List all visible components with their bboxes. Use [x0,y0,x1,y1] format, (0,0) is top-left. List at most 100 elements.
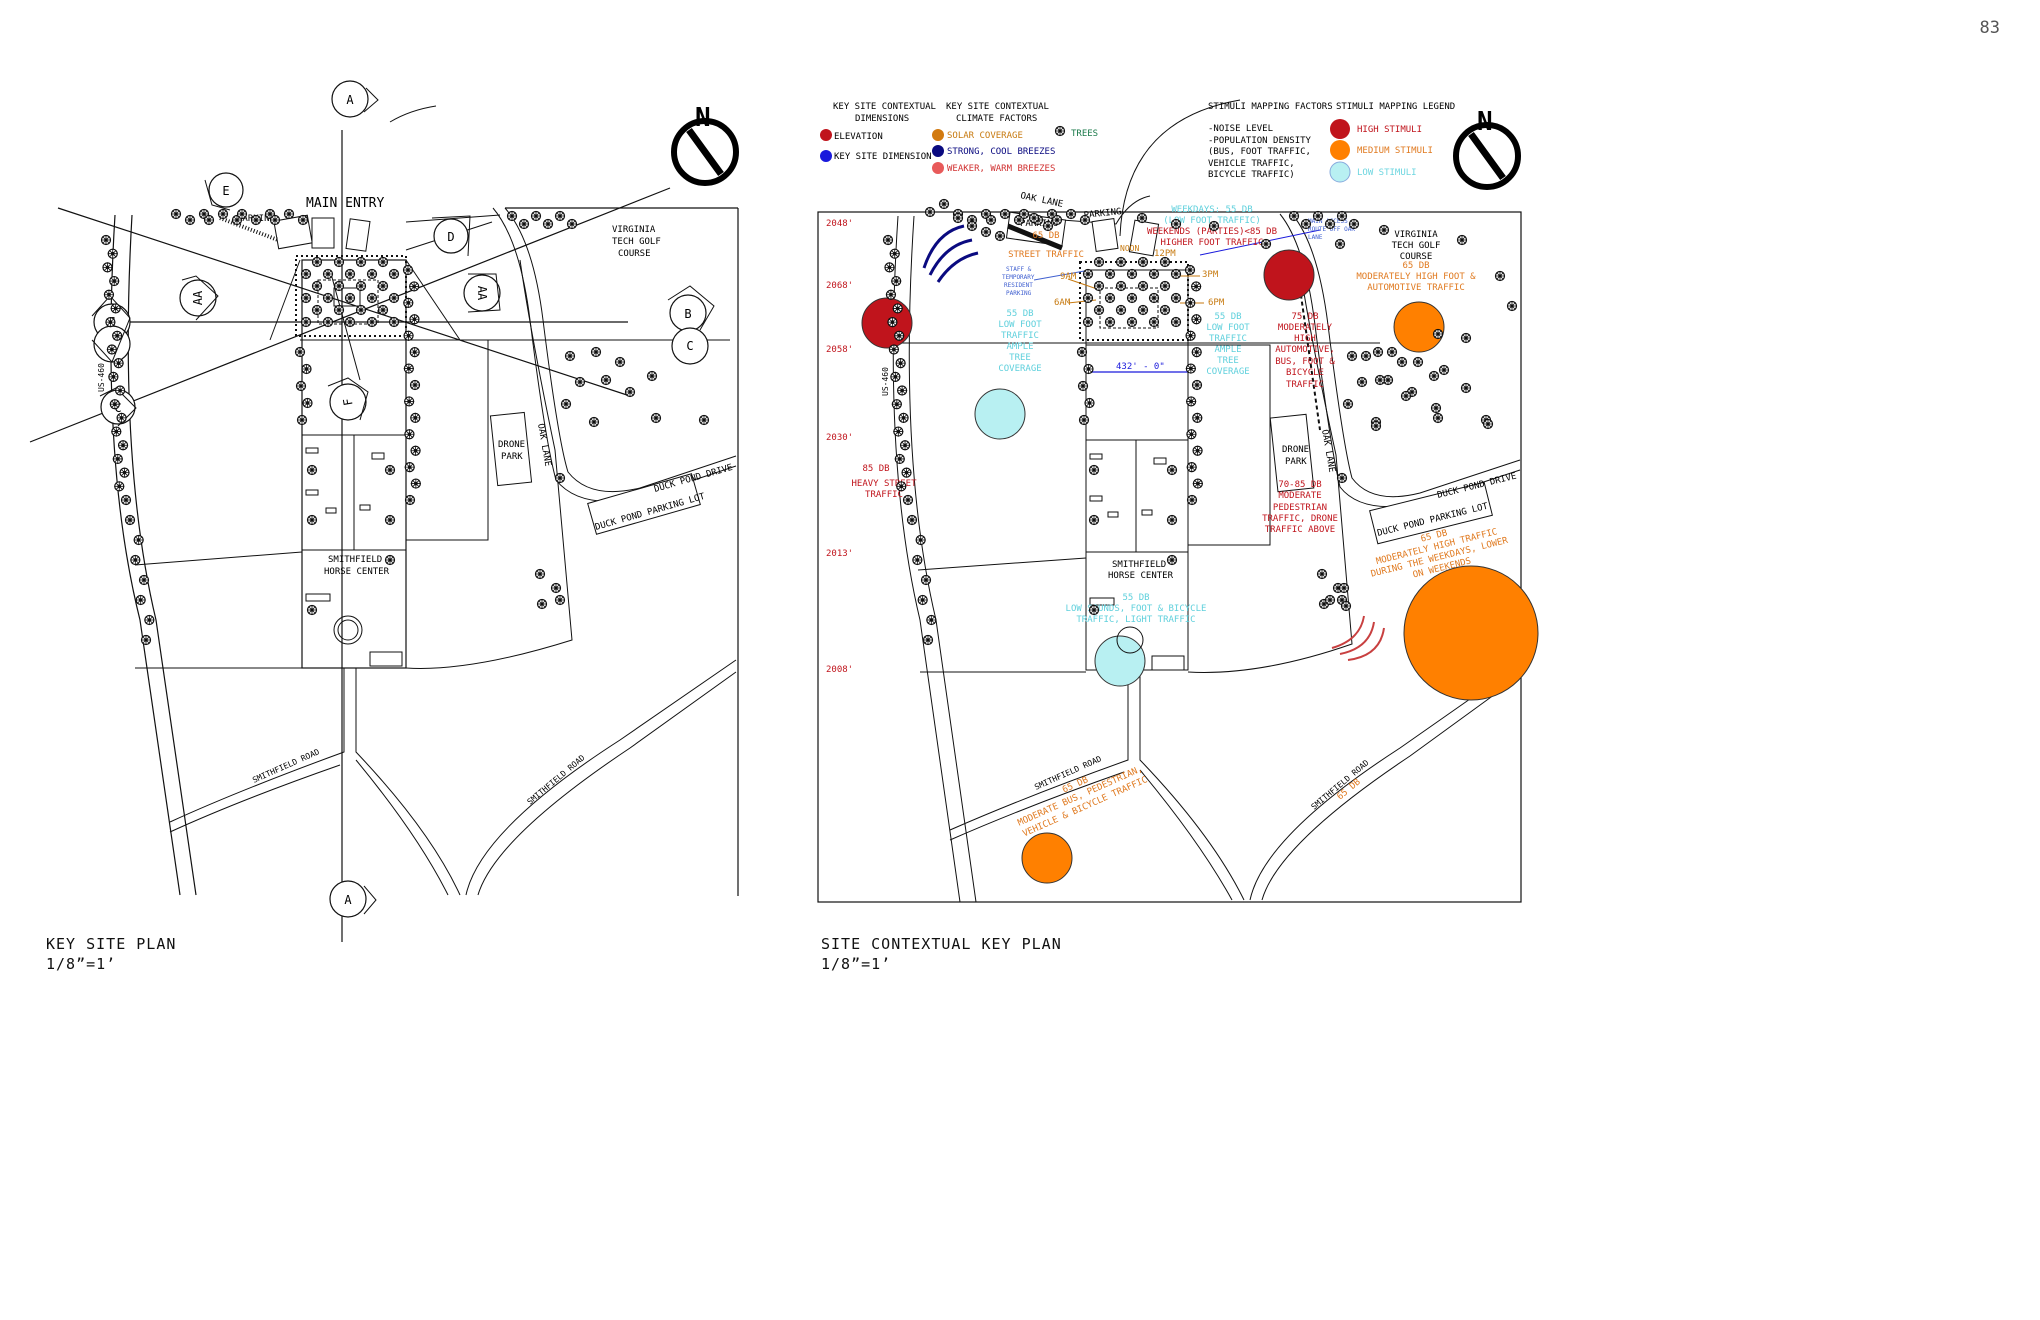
tree-symbol [922,634,934,646]
tree-symbol [409,412,421,424]
us460-label-left: US-460 [97,363,106,392]
tree-symbol [236,208,248,220]
svg-text:AA: AA [191,290,205,305]
svg-text:LOW FOOT: LOW FOOT [998,320,1042,330]
tree-symbol [1430,402,1442,414]
tree-symbol [1456,234,1468,246]
tree-symbol [925,614,937,626]
tree-symbol [114,384,126,397]
svg-text:STIMULI MAPPING FACTORS: STIMULI MAPPING FACTORS [1208,102,1333,112]
tree-symbol [518,218,530,230]
tree-symbol [333,304,345,316]
tree-symbol [980,226,992,238]
tree-symbol [366,268,378,280]
page-number: 83 [1979,18,2000,38]
section-marker-aa-right: AA [463,273,501,313]
smithfield-road-label-left-2: SMITHFIELD ROAD [526,753,587,806]
tree-symbol [1077,380,1089,392]
tree-symbol [1076,346,1088,358]
tree-symbol [135,594,147,606]
tree-symbol [384,514,396,526]
tree-symbol [388,268,400,280]
tree-symbol [322,268,334,280]
tree-symbol [1148,268,1160,280]
tree-symbol [108,275,120,287]
tree-symbol [404,494,416,506]
right-plan-title: SITE CONTEXTUAL KEY PLAN [821,935,1062,953]
tree-symbol [895,357,907,369]
elevation-legend-swatch [820,129,832,141]
parking-label-right-2: PARKING [1083,207,1122,221]
tree-symbol [1494,270,1506,282]
svg-text:N: N [1477,107,1493,137]
time-6am: 6AM [1054,298,1071,308]
tree-symbol [101,261,114,273]
tree-symbol [1115,280,1127,292]
tree-symbol [1191,412,1203,424]
tree-symbol [1190,280,1202,293]
section-marker-e: E [204,172,244,211]
svg-text:N: N [695,103,711,133]
low-stimuli-note-west: 55 DB LOW FOOT TRAFFIC AMPLE TREE COVERA… [998,309,1042,374]
tree-symbol [1185,395,1197,408]
tree-symbol [1065,208,1077,220]
svg-text:E: E [222,184,229,198]
svg-text:TEMPORARY: TEMPORARY [1002,274,1035,281]
tree-symbol [1428,370,1440,382]
tree-symbol [1093,256,1105,268]
svg-text:65 DB: 65 DB [1402,261,1429,271]
svg-text:RESIDENT: RESIDENT [1004,282,1033,289]
time-12pm: 12PM [1154,249,1176,259]
tree-symbol [588,416,600,428]
elevation-2068: 2068' [826,281,853,291]
tree-symbol [566,218,578,230]
main-entry-label: MAIN ENTRY [306,196,384,211]
tree-symbol [534,568,546,580]
tree-symbol [1082,363,1095,375]
horse-center-note: 55 DB LOW SOUNDS, FOOT & BICYCLE TRAFFIC… [1066,593,1207,625]
tree-symbol [889,371,901,383]
tree-symbol [1288,210,1300,222]
warm-breeze-legend-label: WEAKER, WARM BREEZES [947,164,1055,174]
tree-symbol [104,316,117,328]
elevation-2058: 2058' [826,345,853,355]
tree-symbol [1324,218,1336,230]
tree-symbol [1191,346,1203,358]
tree-symbol [994,230,1006,242]
tree-symbol [985,214,997,226]
tree-symbol [408,313,421,325]
svg-text:TRAFFIC, DRONE: TRAFFIC, DRONE [1262,514,1338,524]
tree-symbol [409,346,421,358]
tree-symbol [1159,256,1171,268]
tree-symbol [170,208,182,220]
tree-symbol [554,594,566,606]
tree-symbol [1191,379,1203,391]
svg-text:85 DB: 85 DB [862,464,889,474]
medium-stimuli-circle-duck-pond [1403,565,1539,701]
svg-text:B: B [684,307,691,321]
tree-symbol [1336,210,1348,222]
oak-lane-top-label: OAK LANE [1019,191,1063,210]
heavy-street-note: 85 DB HEAVY STREET TRAFFIC [851,464,917,500]
svg-text:TREE: TREE [1009,353,1031,363]
tree-symbol [574,376,586,388]
section-marker-d: D [431,215,471,257]
tree-symbol [143,614,155,626]
tree-symbol [384,554,396,566]
tree-symbol [1170,268,1182,280]
section-marker-a-top: A [331,80,379,118]
cool-breeze-arcs [922,224,979,283]
time-3pm: 3PM [1202,270,1219,280]
low-stimuli-circle-west [974,388,1026,440]
tree-symbol [1412,356,1424,368]
svg-text:TRAFFIC: TRAFFIC [1209,334,1247,344]
medium-stimuli-circle-smithfield [1021,832,1073,884]
tree-symbol [1170,218,1182,230]
tree-symbol [402,297,414,309]
tree-symbol [1078,414,1090,426]
time-6pm: 6PM [1208,298,1225,308]
svg-text:LOW SOUNDS, FOOT & BICYCLE: LOW SOUNDS, FOOT & BICYCLE [1066,604,1207,614]
tree-symbol [554,210,566,222]
svg-text:VEHICLE TRAFFIC,: VEHICLE TRAFFIC, [1208,159,1295,169]
